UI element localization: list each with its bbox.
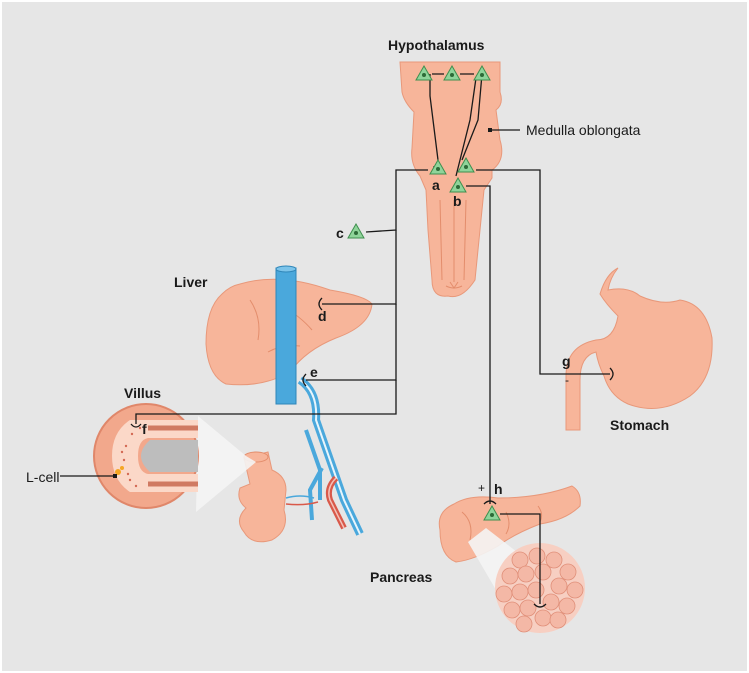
label-b: b — [453, 193, 462, 209]
label-plus: + — [478, 481, 485, 495]
label-a: a — [432, 177, 440, 193]
label-e: e — [310, 364, 318, 380]
label-medulla: Medulla oblongata — [526, 122, 641, 138]
label-h: h — [494, 481, 503, 497]
label-villus: Villus — [124, 385, 161, 401]
lcell-leader-dot — [113, 474, 117, 478]
label-lcell: L-cell — [26, 469, 59, 485]
label-minus: - — [565, 373, 569, 387]
label-hypothalamus: Hypothalamus — [388, 37, 485, 53]
medulla-leader-dot — [488, 128, 492, 132]
villus-magnified — [94, 404, 198, 508]
label-g: g — [562, 353, 571, 369]
label-stomach: Stomach — [610, 417, 669, 433]
label-f: f — [142, 421, 147, 437]
label-pancreas: Pancreas — [370, 569, 432, 585]
label-liver: Liver — [174, 274, 208, 290]
label-c: c — [336, 225, 344, 241]
label-d: d — [318, 308, 327, 324]
